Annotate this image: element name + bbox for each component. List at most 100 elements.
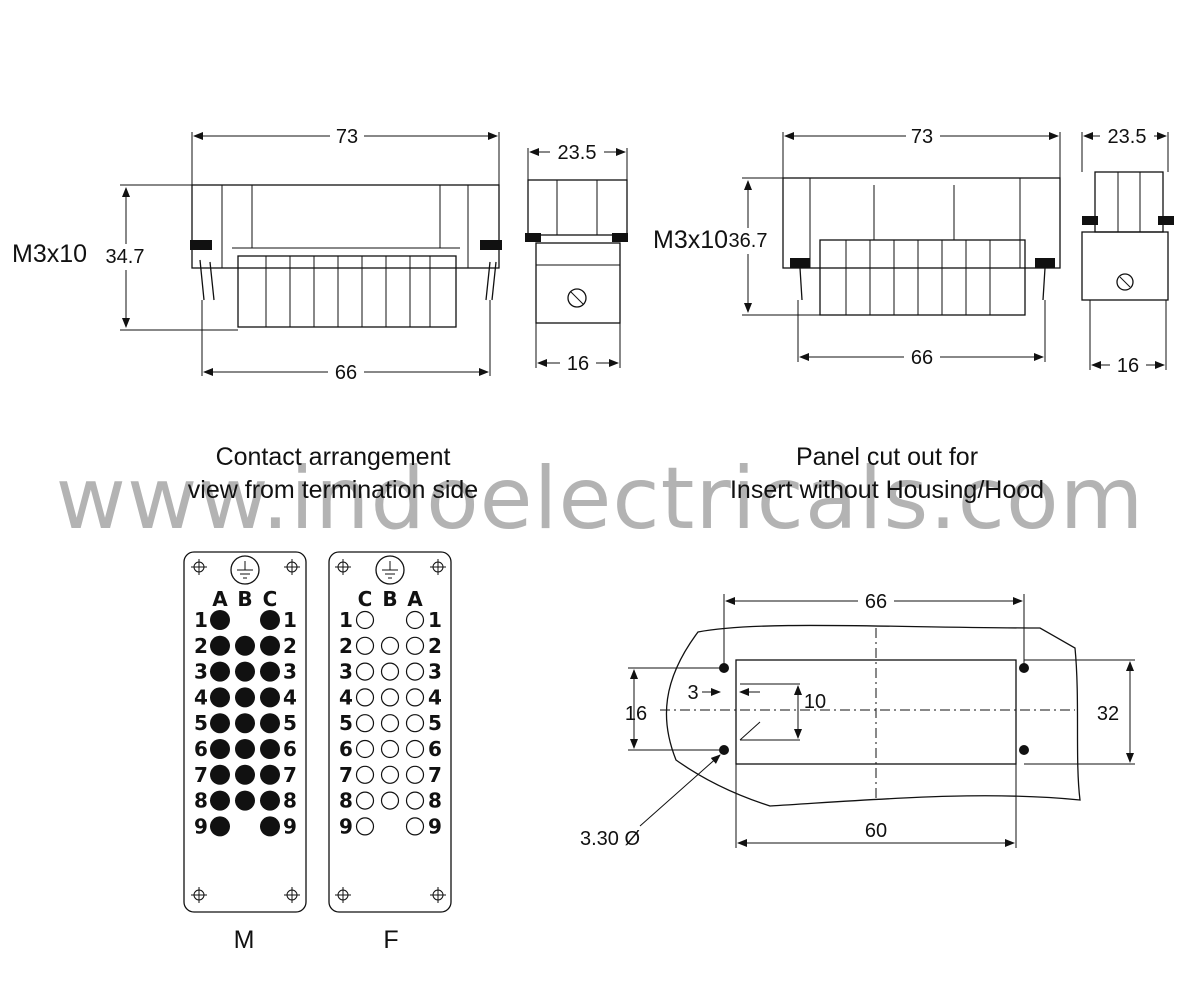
row-label-left: 1 [339, 608, 353, 632]
row-label-right: 3 [428, 660, 442, 684]
contact-pin [380, 739, 400, 759]
contact-pin [235, 661, 255, 682]
row-label-right: 9 [428, 814, 442, 838]
contact-pin [380, 791, 400, 810]
row-label-right: 2 [283, 634, 297, 658]
row-label-left: 6 [339, 737, 353, 761]
contact-pin [210, 610, 230, 630]
female-side-slots [845, 240, 991, 315]
contact-caption-1: Contact arrangement [216, 443, 451, 471]
contact-pin [260, 687, 280, 708]
row-label-right: 5 [428, 711, 442, 735]
male-end-view [525, 140, 628, 375]
contact-pin [355, 765, 375, 784]
column-label-c: C [263, 587, 278, 611]
contact-pin [235, 687, 255, 708]
contact-pin [235, 739, 255, 759]
male-height-label: 34.7 [106, 246, 145, 268]
contact-pin [210, 790, 230, 811]
contact-pin [210, 687, 230, 708]
contact-pin [405, 714, 425, 733]
row-label-left: 3 [194, 660, 208, 684]
male-end-width-label: 23.5 [558, 142, 597, 164]
contact-pin [380, 714, 400, 733]
mount-hole-male-tr [284, 559, 300, 575]
contact-pin [355, 739, 375, 759]
contact-pin [210, 764, 230, 785]
contact-caption-2: view from termination side [188, 476, 478, 504]
panel-caption-2: Insert without Housing/Hood [730, 476, 1044, 504]
contact-pin [355, 791, 375, 810]
cutout-slot-width-label: 3 [687, 682, 698, 704]
row-label-right: 9 [283, 814, 297, 838]
contact-pin [380, 688, 400, 707]
row-label-right: 1 [283, 608, 297, 632]
row-label-left: 3 [339, 660, 353, 684]
female-contact-plate [328, 551, 452, 913]
contact-pin [260, 764, 280, 785]
female-end-view [1081, 124, 1174, 377]
contact-pin [405, 688, 425, 707]
contact-pin [235, 713, 255, 734]
row-label-left: 9 [339, 814, 353, 838]
contact-pin [210, 816, 230, 837]
mount-hole-male-bl [191, 887, 207, 903]
row-label-right: 1 [428, 608, 442, 632]
mount-hole-female-tr [430, 559, 446, 575]
contact-pin [260, 816, 280, 837]
cutout-slot-height-label: 10 [804, 691, 826, 713]
dimension-labels: 73 M3x10 34.7 66 23.5 16 73 M3x10 36.7 6… [12, 126, 1146, 850]
male-end-base-label: 16 [567, 353, 589, 375]
male-width-label: 73 [336, 126, 358, 148]
row-label-left: 5 [339, 711, 353, 735]
female-end-width-label: 23.5 [1108, 126, 1147, 148]
contact-pin [260, 610, 280, 630]
contact-pin [380, 636, 400, 655]
contact-pin [355, 610, 375, 630]
column-label-b: B [382, 587, 397, 611]
contact-pin [260, 739, 280, 759]
contact-pin [260, 635, 280, 656]
cutout-hole-label: 3.30 Ø [580, 828, 640, 850]
contact-pin [235, 764, 255, 785]
male-screw-label: M3x10 [12, 240, 87, 268]
row-label-right: 2 [428, 634, 442, 658]
row-label-left: 7 [194, 763, 208, 787]
ground-icon [230, 555, 260, 585]
row-label-left: 2 [194, 634, 208, 658]
row-label-left: 2 [339, 634, 353, 658]
mount-hole-female-br [430, 887, 446, 903]
row-label-left: 1 [194, 608, 208, 632]
row-label-left: 8 [339, 789, 353, 813]
row-label-left: 5 [194, 711, 208, 735]
contact-pin [355, 817, 375, 836]
column-label-c: C [358, 587, 373, 611]
captions: Contact arrangement view from terminatio… [188, 443, 1044, 954]
female-side-view [726, 124, 1061, 369]
screw-head-right [480, 240, 502, 250]
row-label-left: 7 [339, 763, 353, 787]
row-label-left: 9 [194, 814, 208, 838]
contact-pin [355, 662, 375, 681]
contact-pin [380, 765, 400, 784]
male-side-view [100, 122, 502, 384]
row-label-right: 7 [428, 763, 442, 787]
male-contact-plate [183, 551, 307, 913]
female-end-base-label: 16 [1117, 355, 1139, 377]
row-label-right: 4 [283, 685, 297, 709]
contact-pin [210, 661, 230, 682]
cutout-outer-label: 66 [865, 591, 887, 613]
watermark-text: www.indoelectricals.com [56, 449, 1145, 549]
cutout-inner-label: 60 [865, 820, 887, 842]
column-label-b: B [237, 587, 252, 611]
contact-pin [380, 662, 400, 681]
female-plate-label: F [383, 926, 398, 954]
mount-hole-female-tl [335, 559, 351, 575]
panel-break-outline [665, 624, 1081, 807]
contact-pin [210, 635, 230, 656]
row-label-right: 8 [428, 789, 442, 813]
contact-pin [210, 713, 230, 734]
contact-pin [210, 739, 230, 759]
